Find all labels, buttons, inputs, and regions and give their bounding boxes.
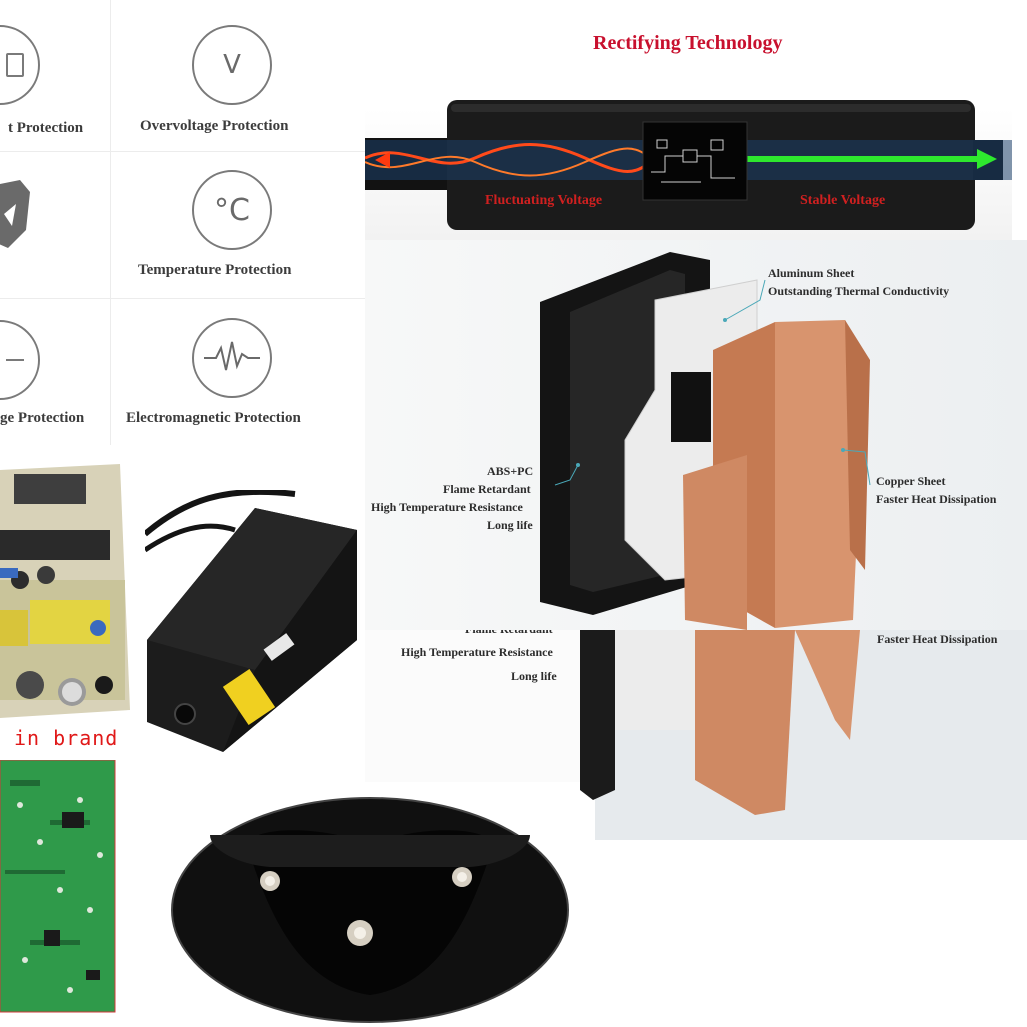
pcb-photo: in brand: [0, 460, 140, 760]
minus-glyph: [6, 359, 24, 361]
banner-title: Rectifying Technology: [593, 32, 783, 54]
pcb-caption: in brand: [14, 726, 119, 750]
aluminum-label-2: Outstanding Thermal Conductivity: [768, 284, 950, 298]
copper-label-1: Copper Sheet: [876, 474, 946, 488]
shield-icon: [0, 180, 32, 255]
copper-label-2: Faster Heat Dissipation: [876, 492, 997, 506]
duplicate-label-2: Long life: [511, 669, 557, 683]
v-letter-icon: V: [192, 25, 272, 105]
duplicate-label-1: High Temperature Resistance: [401, 645, 553, 659]
duplicate-white-panel: [365, 630, 595, 782]
duplicate-illustration: [580, 630, 860, 815]
fluctuating-voltage-label: Fluctuating Voltage: [485, 193, 603, 208]
celsius-icon: °C: [192, 170, 272, 250]
protection-label: ge Protection: [0, 410, 85, 426]
abs-label-3: High Temperature Resistance: [371, 500, 523, 514]
rectifier-illustration: [365, 100, 1012, 230]
protection-label: Overvoltage Protection: [140, 118, 289, 134]
duplicate-cut-line: Flame Retardant: [465, 630, 553, 638]
pcb-illustration: [0, 464, 130, 718]
protection-label: Electromagnetic Protection: [126, 410, 301, 426]
minus-circle-icon: [0, 320, 40, 400]
grid-divider: [0, 298, 365, 299]
green-pcb-illustration: [0, 760, 116, 1013]
abs-label-1: ABS+PC: [487, 464, 534, 478]
unknown-protection-icon: [0, 25, 40, 105]
rect-glyph: [6, 53, 24, 77]
adapter-photo: [145, 490, 365, 760]
socket-illustration: [171, 797, 569, 1023]
exploded-illustration: [540, 252, 871, 630]
exploded-view-duplicate: Flame Retardant High Temperature Resista…: [365, 630, 1027, 840]
rectifying-banner: Rectifying Technology Fluctuating Voltag…: [365, 0, 1012, 240]
abs-label-2: Flame Retardant: [443, 482, 531, 496]
duplicate-label-right: Faster Heat Dissipation: [877, 632, 998, 646]
c5-socket-photo: [170, 795, 570, 1025]
protection-label: Temperature Protection: [138, 262, 292, 278]
aluminum-label-1: Aluminum Sheet: [768, 266, 855, 280]
protection-label: t Protection: [8, 120, 84, 136]
stable-voltage-label: Stable Voltage: [800, 193, 886, 208]
exploded-view: Aluminum Sheet Outstanding Thermal Condu…: [365, 240, 1027, 630]
adapter-illustration: [145, 490, 357, 752]
abs-label-4: Long life: [487, 518, 533, 532]
grid-divider: [110, 0, 111, 445]
green-pcb-photo: [0, 760, 120, 1015]
pulse-wave-icon: [192, 318, 272, 398]
grid-divider: [0, 151, 365, 152]
protection-grid: t Protection V Overvoltage Protection °C…: [0, 0, 365, 445]
